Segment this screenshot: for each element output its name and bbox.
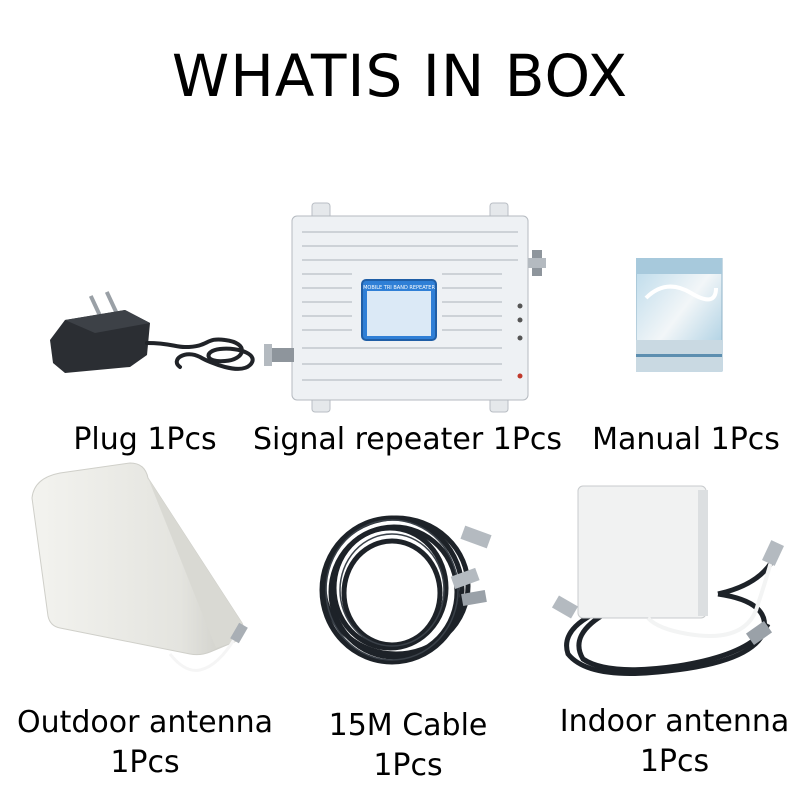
indoor-antenna-caption-line1: Indoor antenna	[559, 704, 790, 739]
repeater-screen-text: MOBILE TRI BAND REPEATER	[363, 285, 435, 291]
cable-caption-line1: 15M Cable	[328, 708, 488, 743]
power-adapter-plug-icon	[50, 291, 255, 373]
indoor-antenna-caption: Indoor antenna 1Pcs	[552, 702, 797, 782]
outdoor-antenna-caption-line2: 1Pcs	[110, 745, 180, 780]
plug-caption: Plug 1Pcs	[55, 420, 235, 460]
signal-repeater-icon: MOBILE TRI BAND REPEATER	[264, 202, 546, 413]
indoor-antenna-caption-line2: 1Pcs	[639, 744, 710, 779]
coil-cable-icon	[319, 515, 492, 665]
manual-caption-text: Manual 1Pcs	[592, 422, 780, 457]
outdoor-antenna-caption-line1: Outdoor antenna	[16, 705, 274, 740]
signal-repeater-caption: Signal repeater 1Pcs	[240, 420, 575, 460]
cable-caption-line2: 1Pcs	[373, 748, 443, 783]
outdoor-antenna-icon	[31, 462, 248, 672]
cable-caption: 15M Cable 1Pcs	[318, 706, 498, 786]
manual-booklet-icon	[636, 258, 723, 372]
manual-caption: Manual 1Pcs	[588, 420, 784, 460]
indoor-antenna-icon	[551, 485, 784, 677]
outdoor-antenna-caption: Outdoor antenna 1Pcs	[10, 703, 280, 783]
plug-caption-text: Plug 1Pcs	[73, 422, 217, 457]
page-title: WHATIS IN BOX	[171, 42, 629, 110]
signal-repeater-caption-text: Signal repeater 1Pcs	[252, 422, 563, 457]
